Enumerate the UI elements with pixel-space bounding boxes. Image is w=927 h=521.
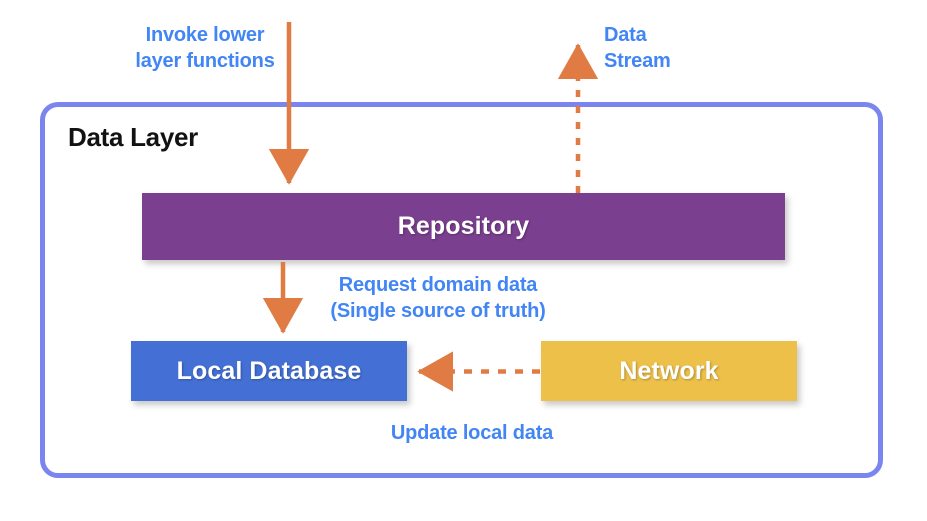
node-repository-label: Repository <box>397 212 530 240</box>
annotation-update-local-data: Update local data <box>390 422 554 444</box>
data-layer-title: Data Layer <box>68 122 198 152</box>
node-local-database[interactable]: Local Database <box>131 341 407 401</box>
node-network-label: Network <box>619 356 719 385</box>
annotation-data-stream: Data Stream <box>604 24 671 73</box>
annotation-request-domain-data: Request domain data (Single source of tr… <box>330 274 546 323</box>
node-repository[interactable]: Repository <box>142 193 785 260</box>
node-local-database-label: Local Database <box>176 356 362 385</box>
node-network[interactable]: Network <box>541 341 797 401</box>
data-layer-container <box>40 102 883 478</box>
annotation-invoke-lower-layer-functions: Invoke lower layer functions <box>135 24 275 73</box>
